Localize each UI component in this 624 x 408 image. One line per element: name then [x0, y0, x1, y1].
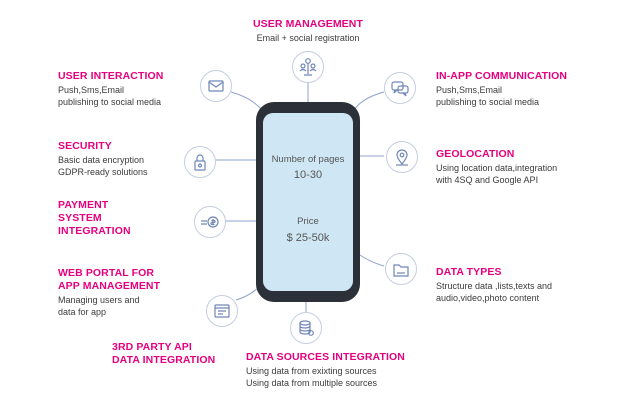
feature-desc: Using location data,integration with 4SQ…: [436, 163, 558, 185]
feature-title: DATA SOURCES INTEGRATION: [246, 351, 405, 363]
connector-user-interaction: [230, 91, 263, 111]
feature-desc: Managing users and data for app: [58, 295, 140, 317]
chat-bubbles-icon: [384, 72, 416, 104]
feature-payment: PAYMENT SYSTEM INTEGRATION: [58, 199, 178, 238]
feature-title: PAYMENT SYSTEM INTEGRATION: [58, 199, 131, 237]
feature-data-types: DATA TYPES Structure data ,lists,texts a…: [436, 266, 606, 304]
feature-user-interaction: USER INTERACTION Push,Sms,Email publishi…: [58, 70, 198, 108]
feature-data-sources: DATA SOURCES INTEGRATION Using data from…: [246, 351, 416, 389]
feature-web-portal: WEB PORTAL FOR APP MANAGEMENT Managing u…: [58, 267, 198, 318]
feature-title: 3RD PARTY API DATA INTEGRATION: [112, 341, 216, 366]
database-icon: [290, 312, 322, 344]
feature-desc: Structure data ,lists,texts and audio,vi…: [436, 281, 553, 303]
feature-desc: Push,Sms,Email publishing to social medi…: [58, 85, 162, 107]
feature-user-management: USER MANAGEMENT Email + social registrat…: [228, 18, 388, 44]
map-pin-icon: [386, 141, 418, 173]
feature-title: WEB PORTAL FOR APP MANAGEMENT: [58, 267, 161, 292]
envelope-icon: [200, 70, 232, 102]
feature-third-party-api: 3RD PARTY API DATA INTEGRATION: [112, 341, 252, 367]
connector-data-types: [359, 254, 385, 267]
feature-security: SECURITY Basic data encryption GDPR-read…: [58, 140, 188, 178]
payment-hand-icon: [194, 206, 226, 238]
feature-desc: Basic data encryption GDPR-ready solutio…: [58, 155, 148, 177]
feature-desc: Email + social registration: [256, 33, 360, 43]
feature-title: GEOLOCATION: [436, 148, 515, 160]
feature-title: USER MANAGEMENT: [252, 18, 363, 30]
padlock-icon: [184, 146, 216, 178]
phone-screen: [263, 113, 353, 291]
price-value: $ 25-50k: [286, 232, 330, 244]
feature-title: DATA TYPES: [436, 266, 502, 278]
connector-in-app-communication: [353, 91, 385, 111]
folder-icon: [385, 253, 417, 285]
feature-desc: Using data from exixting sources Using d…: [246, 366, 378, 388]
feature-desc: Push,Sms,Email publishing to social medi…: [436, 85, 540, 107]
feature-title: IN-APP COMMUNICATION: [436, 70, 568, 82]
feature-geolocation: GEOLOCATION Using location data,integrat…: [436, 148, 606, 186]
pages-value: 10-30: [293, 169, 323, 181]
feature-in-app-communication: IN-APP COMMUNICATION Push,Sms,Email publ…: [436, 70, 596, 108]
feature-title: USER INTERACTION: [58, 70, 164, 82]
pages-label: Number of pages: [271, 154, 345, 165]
users-network-icon: [292, 51, 324, 83]
web-window-icon: [206, 295, 238, 327]
price-label: Price: [297, 216, 319, 227]
feature-title: SECURITY: [58, 140, 112, 152]
